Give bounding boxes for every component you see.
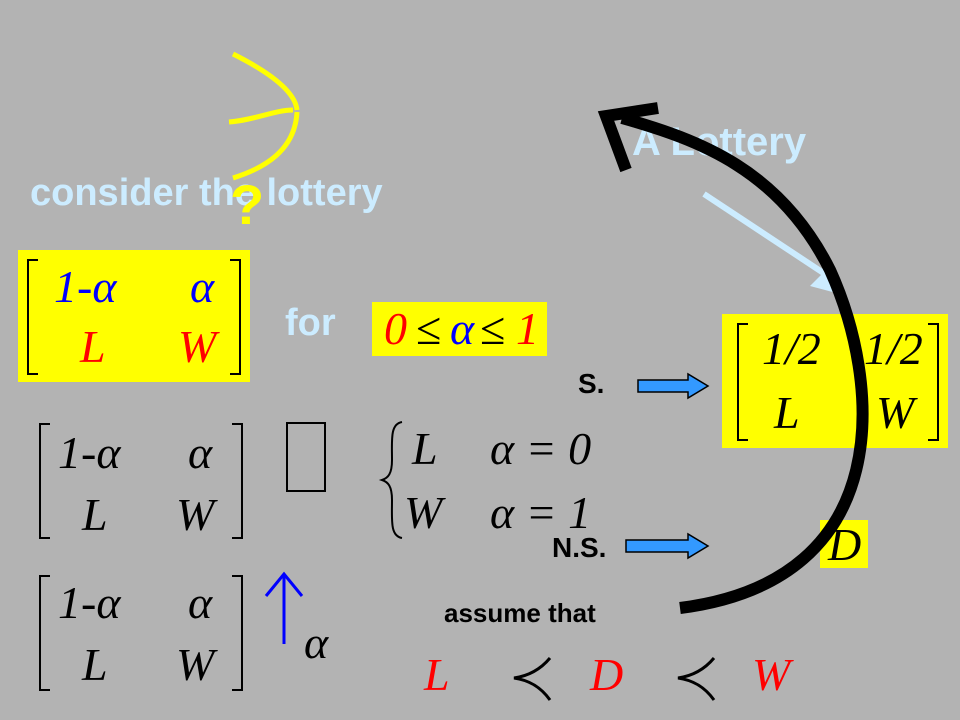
s-label: S. [578,368,605,399]
matrix-top-left: 1-α [54,261,117,312]
preference-symbol-yellow [228,51,300,181]
half-top-right: 1/2 [864,323,923,374]
case-W: W [404,487,443,538]
cases-brace [378,421,403,539]
matrix-top-right: α [190,261,215,312]
half-bottom-left: L [774,387,800,438]
prec-symbol-2 [677,657,716,701]
alpha-symbol: α [304,617,329,668]
matrix3-brackets [39,575,243,691]
up-arrow-icon [264,571,304,644]
assume-that-text: assume that [444,598,596,628]
pref-D: D [590,649,624,700]
range-zero: 0 [384,303,407,354]
matrix2-top-right: α [188,427,213,478]
range-le-1: ≤ [416,303,442,354]
matrix-brackets [27,259,241,375]
lottery-box: 1-α α L W [18,250,250,382]
for-label: for [285,302,336,344]
matrix2-top-left: 1-α [58,427,121,478]
half-top-left: 1/2 [762,323,821,374]
ns-arrow-icon [625,532,710,560]
half-bottom-right: W [876,387,915,438]
s-arrow-icon [637,372,710,400]
missing-symbol-box [286,422,326,492]
pref-L: L [424,649,450,700]
matrix2-bottom-left: L [82,489,108,540]
range-le-2: ≤ [480,303,506,354]
prec-symbol-1 [513,657,552,701]
question-mark: ? [230,173,265,236]
matrix2-bottom-right: W [176,489,215,540]
matrix2-brackets [39,423,243,539]
pref-W: W [752,649,791,700]
consider-lottery-text: consider the lottery [30,172,383,214]
range-one: 1 [516,303,539,354]
case-L: L [412,423,438,474]
range-alpha: α [450,303,475,354]
case-alpha-eq-0: α = 0 [490,423,592,474]
alpha-range-box: 0 ≤ α ≤ 1 [372,302,547,356]
matrix-bottom-right: W [178,321,217,372]
matrix-bottom-left: L [80,321,106,372]
case-alpha-eq-1: α = 1 [490,487,592,538]
matrix3-top-left: 1-α [58,577,121,628]
half-lottery-box: 1/2 1/2 L W [722,314,948,448]
matrix3-bottom-left: L [82,639,108,690]
half-matrix-brackets [737,323,939,441]
matrix3-bottom-right: W [176,639,215,690]
matrix3-top-right: α [188,577,213,628]
ns-label: N.S. [552,532,607,563]
